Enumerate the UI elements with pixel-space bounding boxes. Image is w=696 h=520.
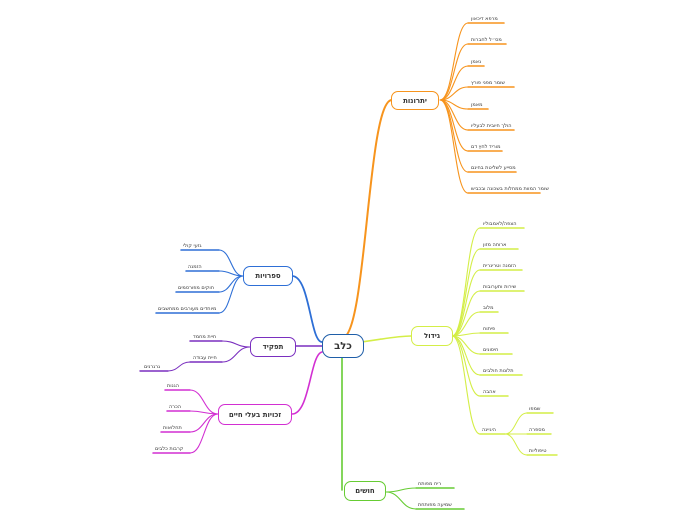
growing-item: הזמנה וטרינרית bbox=[483, 263, 517, 269]
species-connector bbox=[218, 275, 244, 293]
relations-connector bbox=[189, 410, 219, 415]
relations-connector bbox=[189, 413, 219, 454]
branch-line-species bbox=[291, 275, 323, 343]
hygiene-connector bbox=[504, 412, 528, 435]
advantage-item: הולך חיובית לבעליו bbox=[471, 123, 512, 129]
topic-relations[interactable]: זכויות בעלי חיים bbox=[218, 404, 292, 425]
advantage-connector bbox=[439, 65, 469, 101]
growing-connector bbox=[451, 311, 481, 337]
branch-line-advantages bbox=[341, 99, 393, 339]
advantage-item: מוריד לחץ דם bbox=[471, 144, 501, 150]
growing-item: מלוב bbox=[483, 305, 494, 311]
growing-item: חיסונים bbox=[483, 347, 499, 353]
advantage-item: מס״ל לחברות bbox=[471, 37, 502, 43]
growing-item: שירות ותערובות bbox=[483, 284, 517, 290]
relations-item: הכרה bbox=[169, 404, 181, 410]
species-connector bbox=[218, 275, 244, 314]
relations-item: הגנות bbox=[167, 383, 179, 389]
hygiene-connector bbox=[504, 433, 528, 456]
role-sub-connector bbox=[167, 361, 191, 372]
role-connector bbox=[221, 346, 251, 363]
relations-item: תחלואות bbox=[163, 425, 182, 431]
relations-item: קרבות כלבים bbox=[155, 446, 184, 452]
species-item: הזמנה bbox=[188, 264, 202, 270]
role-item: חיית מחמד bbox=[193, 334, 217, 340]
topic-species[interactable]: ספרויות bbox=[243, 266, 293, 286]
advantage-item: שומר מפני פורץ bbox=[471, 80, 505, 86]
hygiene-label: היגיינה bbox=[482, 427, 496, 433]
advantage-item: מסייע לשליטת בחינם bbox=[471, 165, 516, 171]
species-connector bbox=[218, 249, 244, 277]
growing-connector bbox=[451, 248, 481, 337]
advantage-connector bbox=[439, 43, 469, 101]
species-item: גזעי קולי bbox=[183, 243, 202, 249]
advantage-connector bbox=[439, 86, 469, 101]
species-item: חוקים מפורסמים bbox=[178, 285, 214, 291]
growing-connector bbox=[451, 290, 481, 337]
hygiene-item: שמפו bbox=[529, 406, 541, 412]
advantage-item: נאמן bbox=[471, 59, 482, 65]
advantage-item: מאמן bbox=[471, 102, 483, 108]
senses-connector bbox=[385, 487, 417, 493]
central-topic[interactable]: כלב bbox=[322, 334, 364, 358]
topic-senses[interactable]: חושים bbox=[344, 481, 386, 501]
growing-connector bbox=[451, 335, 481, 435]
topic-growing[interactable]: גידול bbox=[411, 326, 453, 346]
relations-connector bbox=[189, 389, 219, 415]
growing-item: פיתוח bbox=[483, 326, 496, 332]
growing-item: ארוחה מזון bbox=[483, 242, 507, 248]
advantage-connector bbox=[439, 22, 469, 101]
advantage-connector bbox=[439, 99, 469, 194]
relations-connector bbox=[189, 413, 219, 433]
growing-item: הצפה/לאמבוליו bbox=[483, 221, 517, 227]
growing-connector bbox=[451, 335, 481, 397]
species-connector bbox=[218, 270, 244, 277]
growing-connector bbox=[451, 227, 481, 337]
hygiene-item: מספרה bbox=[529, 427, 545, 433]
topic-role[interactable]: תפקיד bbox=[250, 337, 296, 357]
advantage-connector bbox=[439, 99, 469, 173]
advantage-item: מרפא דיכאון bbox=[471, 16, 498, 22]
topic-advantages[interactable]: יתרונות bbox=[391, 91, 439, 110]
senses-item: שמיעה מפותחת bbox=[418, 502, 452, 508]
growing-connector bbox=[451, 335, 481, 376]
branch-line-relations bbox=[291, 351, 323, 415]
hygiene-item: טיפוליות bbox=[529, 448, 547, 454]
senses-item: ריח מפותח bbox=[418, 481, 442, 487]
growing-item: תלונות חולבים bbox=[483, 368, 514, 374]
advantage-item: שומר המוות ממחלות בשכונה ובכביש bbox=[471, 186, 549, 192]
senses-connector bbox=[385, 491, 417, 510]
role-sub-item: גרגרנים bbox=[144, 364, 161, 370]
role-item: חיית עבודה bbox=[193, 355, 217, 361]
role-connector bbox=[221, 340, 251, 348]
species-item: מיוחדים מעורבים ממחשבים bbox=[158, 306, 217, 312]
growing-item: אהבה bbox=[483, 389, 496, 395]
